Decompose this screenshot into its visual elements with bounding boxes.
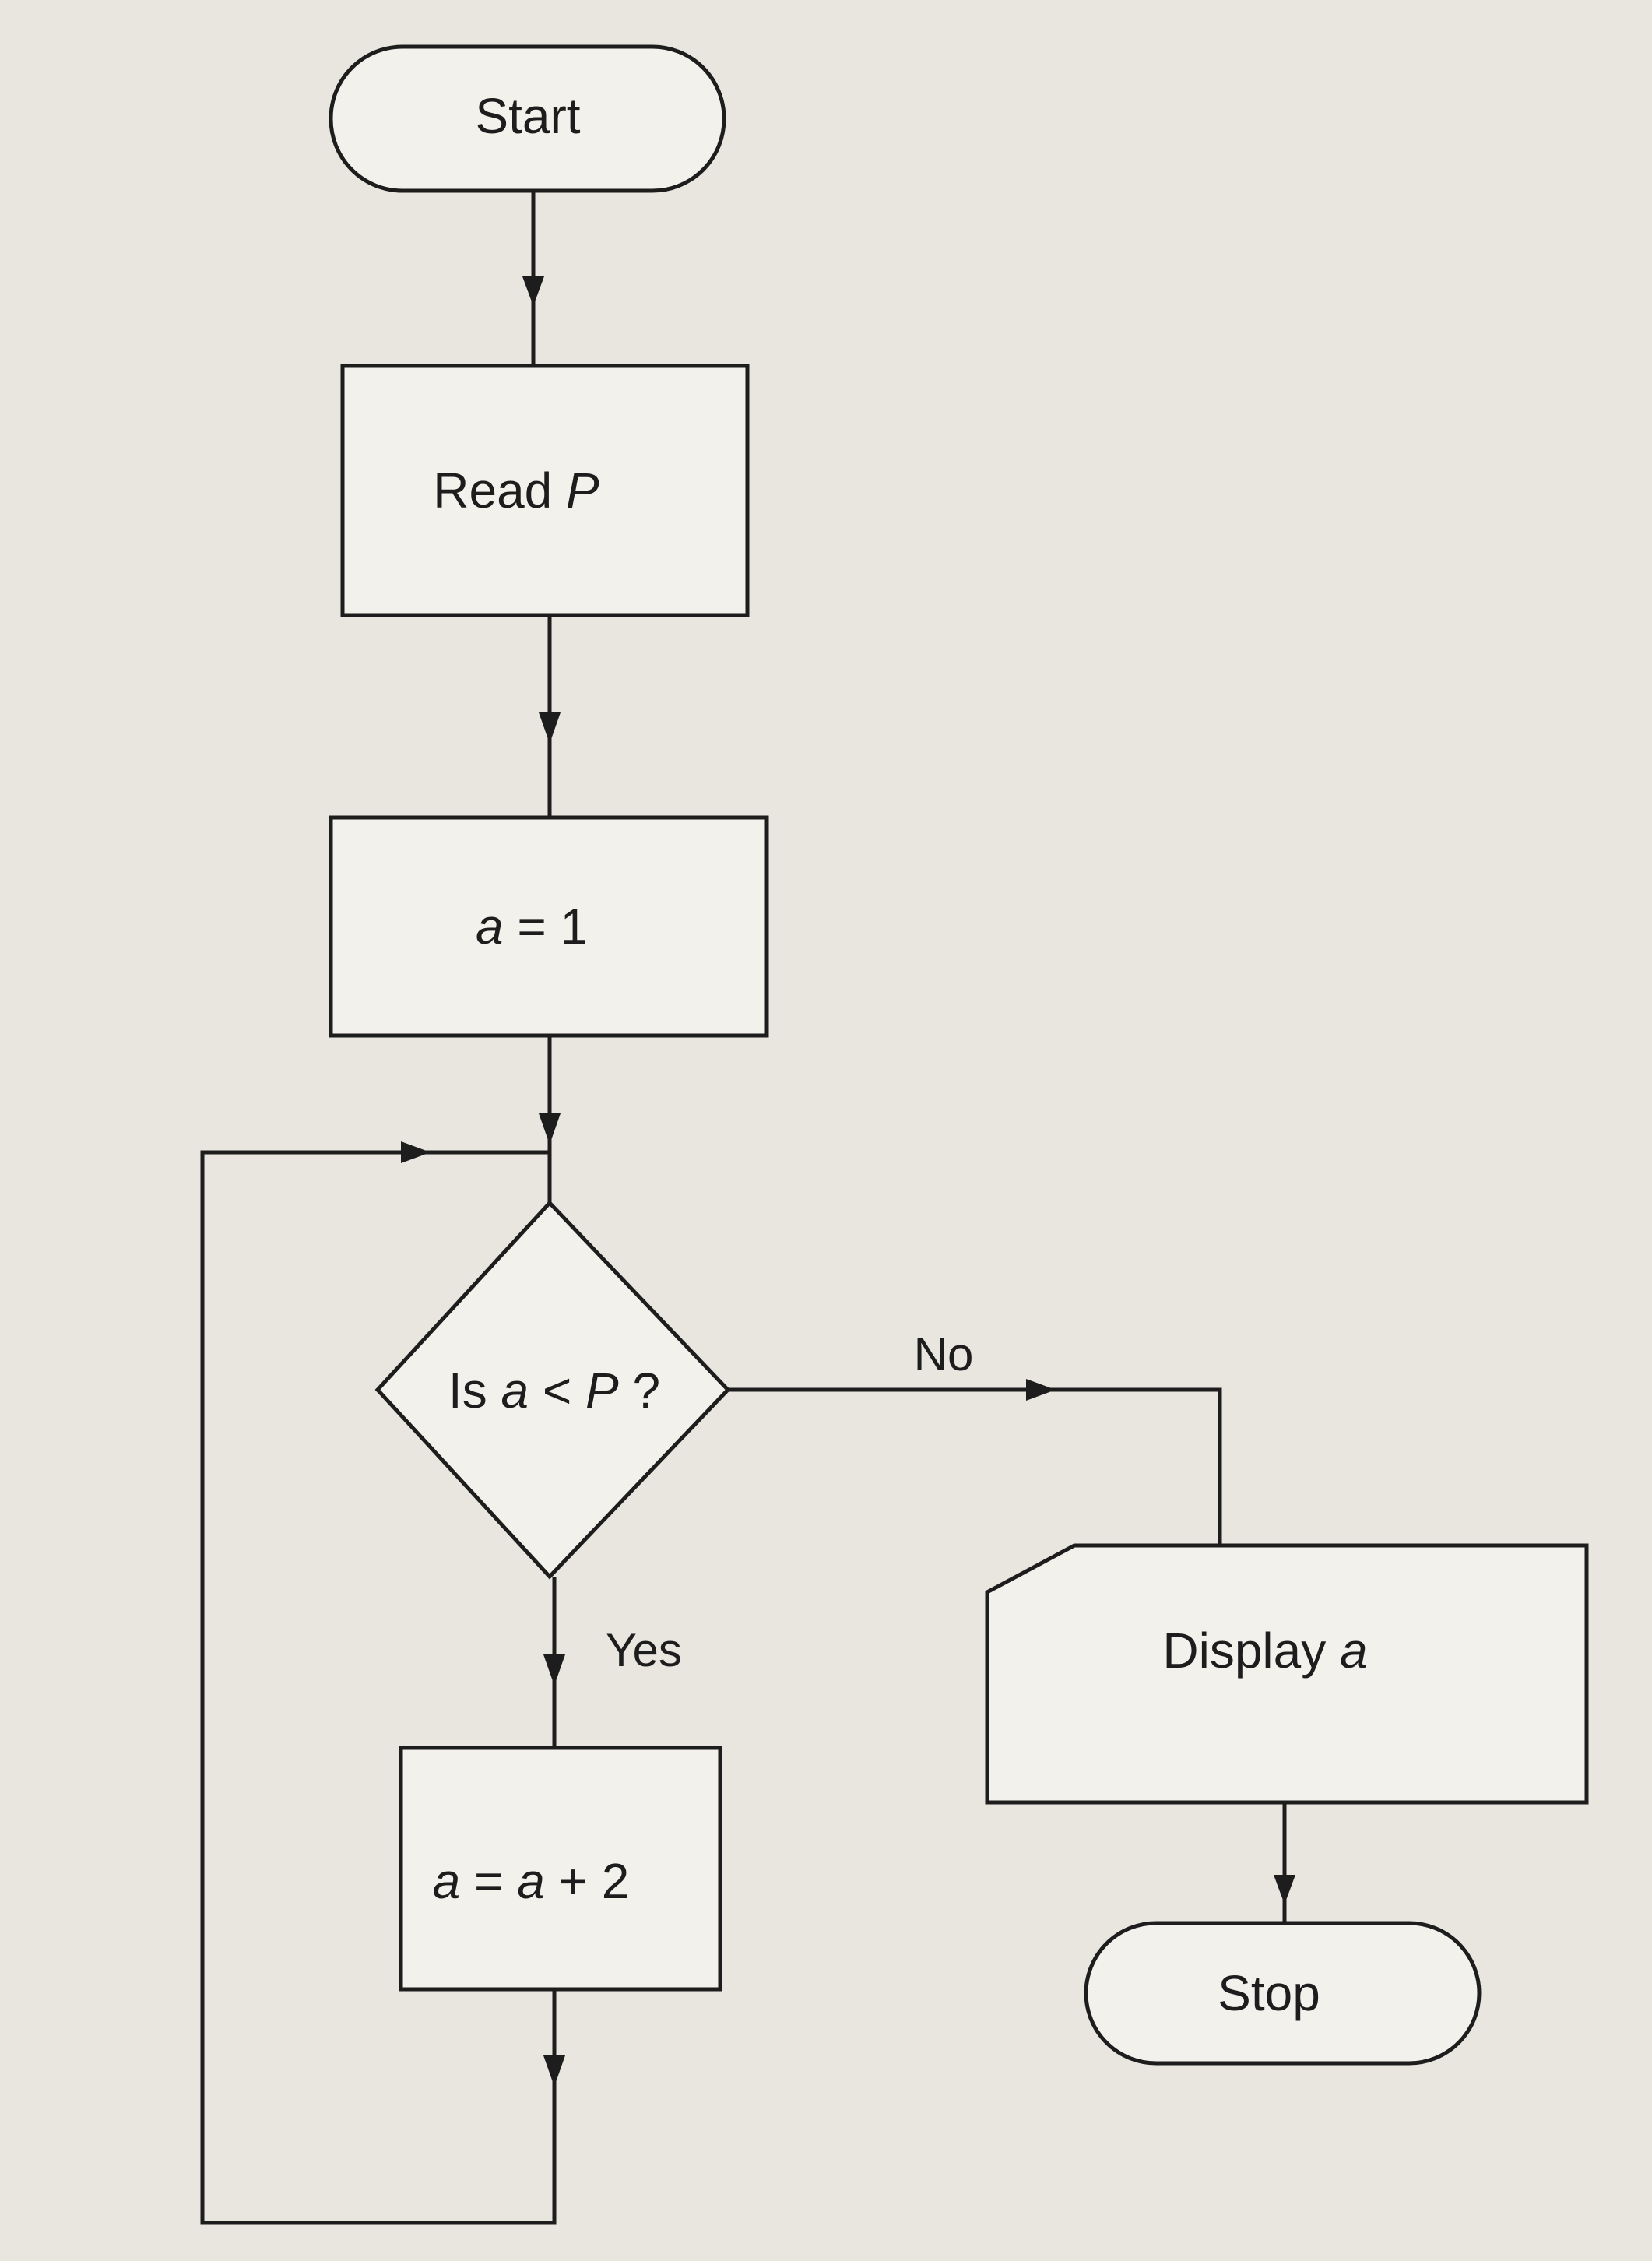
variable-symbol: a	[1340, 1623, 1368, 1679]
decision-diamond-shape	[374, 1200, 731, 1580]
start-node: Start	[329, 44, 726, 193]
decision-node: Is a < P ?	[374, 1200, 731, 1580]
read-process-shape	[340, 364, 750, 617]
increment-node: a = a + 2	[399, 1746, 722, 1992]
start-label: Start	[475, 88, 580, 144]
arrow-start-to-read	[522, 191, 544, 366]
stop-terminator-shape	[1084, 1921, 1482, 2066]
arrow-read-to-init	[539, 615, 561, 818]
label-text: = 1	[504, 898, 589, 955]
label-text: + 2	[545, 1853, 630, 1909]
label-text: Display	[1162, 1623, 1340, 1679]
yes-branch-label: Yes	[606, 1624, 682, 1676]
decision-label: Is a < P ?	[448, 1363, 660, 1419]
arrow-yes-branch: Yes	[543, 1577, 682, 1748]
arrow-display-to-stop	[1274, 1802, 1295, 1923]
stop-label: Stop	[1218, 1965, 1320, 2021]
no-branch-label: No	[914, 1328, 974, 1380]
label-text: <	[529, 1363, 585, 1419]
arrowhead	[539, 712, 561, 744]
label-text: =	[460, 1853, 517, 1909]
read-node: Read P	[340, 364, 750, 617]
display-label: Display a	[1162, 1623, 1367, 1679]
connector-line	[728, 1387, 1222, 1545]
arrowhead	[543, 2055, 565, 2087]
arrow-loop-back	[200, 1141, 565, 2225]
variable-symbol: P	[566, 462, 599, 519]
display-manual-input-shape	[985, 1543, 1589, 1805]
arrowhead	[522, 276, 544, 306]
increment-label: a = a + 2	[433, 1853, 630, 1909]
init-label: a = 1	[476, 898, 588, 955]
arrowhead	[539, 1113, 561, 1145]
variable-symbol: P	[585, 1363, 619, 1419]
arrowhead	[401, 1141, 431, 1163]
stop-node: Stop	[1084, 1921, 1482, 2066]
start-terminator-shape	[329, 44, 726, 193]
label-text: Is	[448, 1363, 501, 1419]
arrow-no-branch: No	[728, 1328, 1222, 1545]
variable-symbol: a	[433, 1853, 461, 1909]
increment-process-shape	[399, 1746, 722, 1992]
display-node: Display a	[985, 1543, 1589, 1805]
arrow-init-to-decision	[539, 1036, 561, 1203]
arrowhead	[1026, 1379, 1056, 1401]
label-text: ?	[619, 1363, 660, 1419]
label-text: Read	[433, 462, 566, 519]
connector-line	[200, 1150, 557, 2225]
arrowhead	[1274, 1875, 1295, 1904]
arrowhead	[543, 1654, 565, 1686]
variable-symbol: a	[501, 1363, 529, 1419]
variable-symbol: a	[476, 898, 504, 955]
init-node: a = 1	[329, 815, 769, 1038]
read-label: Read P	[433, 462, 599, 519]
variable-symbol: a	[517, 1853, 545, 1909]
